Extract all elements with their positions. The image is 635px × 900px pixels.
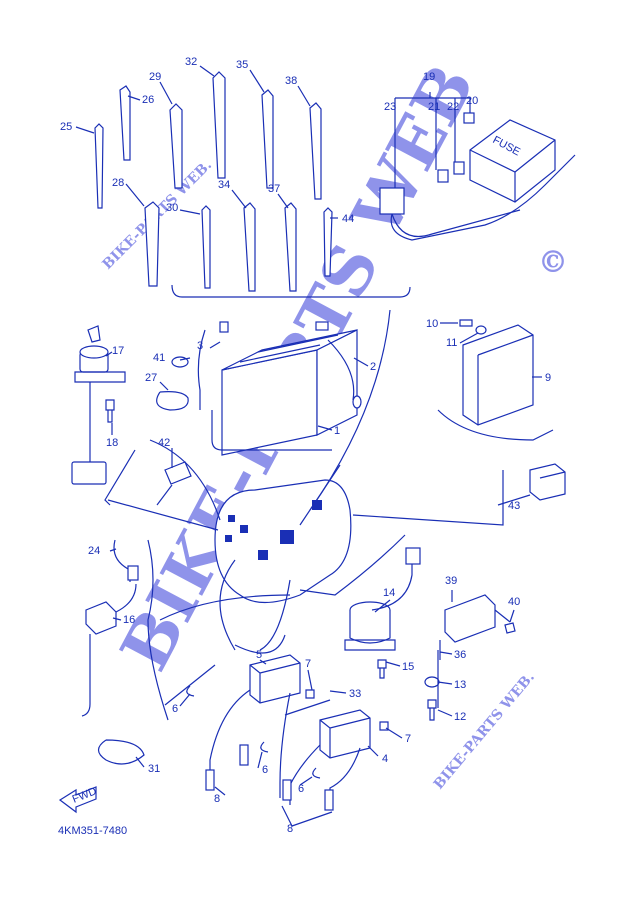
callout-34: 34	[218, 179, 230, 191]
callout-41: 41	[153, 352, 165, 364]
fwd-arrow: FWD	[58, 785, 98, 814]
callout-20: 20	[466, 95, 478, 107]
callout-30: 30	[166, 202, 178, 214]
ignition-switch	[71, 325, 126, 485]
callout-38: 38	[285, 75, 297, 87]
callout-21: 21	[428, 101, 440, 113]
cable-ties-group	[94, 71, 411, 298]
callout-16: 16	[123, 614, 135, 626]
callout-22: 22	[447, 101, 459, 113]
callout-17: 17	[112, 345, 124, 357]
battery	[197, 321, 362, 456]
callout-43: 43	[508, 500, 520, 512]
callout-9: 9	[545, 372, 551, 384]
callout-33: 33	[349, 688, 361, 700]
callout-29: 29	[149, 71, 161, 83]
callout-19: 19	[423, 71, 435, 83]
diagram-code: 4KM351-7480	[58, 825, 127, 837]
callout-6a: 6	[172, 703, 178, 715]
callout-8b: 8	[287, 823, 293, 835]
callout-28: 28	[112, 177, 124, 189]
callout-15: 15	[402, 661, 414, 673]
group-brackets	[104, 309, 554, 721]
callout-24: 24	[88, 545, 100, 557]
callout-39: 39	[445, 575, 457, 587]
callout-12: 12	[454, 711, 466, 723]
callout-8a: 8	[214, 793, 220, 805]
callout-5: 5	[256, 649, 262, 661]
ignition-coils	[186, 654, 389, 811]
callout-31: 31	[148, 763, 160, 775]
callout-6c: 6	[298, 783, 304, 795]
small-parts	[81, 319, 566, 765]
callout-27: 27	[145, 372, 157, 384]
callout-40: 40	[508, 596, 520, 608]
fuse-box-assembly: FUSE	[379, 92, 576, 241]
callout-14: 14	[383, 587, 395, 599]
callout-42: 42	[158, 437, 170, 449]
callout-25: 25	[60, 121, 72, 133]
callout-13: 13	[454, 679, 466, 691]
callout-6b: 6	[262, 764, 268, 776]
callout-23: 23	[384, 101, 396, 113]
callout-4: 4	[382, 753, 388, 765]
callout-26: 26	[142, 94, 154, 106]
callout-18: 18	[106, 437, 118, 449]
callout-10: 10	[426, 318, 438, 330]
callout-3: 3	[197, 340, 203, 352]
callout-1: 1	[334, 425, 340, 437]
callout-36: 36	[454, 649, 466, 661]
wire-harness	[214, 479, 352, 651]
watermark-copyright: ©	[538, 245, 568, 280]
callout-leaders	[75, 65, 542, 827]
callout-35: 35	[236, 59, 248, 71]
callout-7a: 7	[305, 658, 311, 670]
callout-2: 2	[370, 361, 376, 373]
callout-37: 37	[268, 183, 280, 195]
callout-7b: 7	[405, 733, 411, 745]
callout-32: 32	[185, 56, 197, 68]
callout-11: 11	[446, 337, 457, 349]
callout-44: 44	[342, 213, 354, 225]
watermark-small-bottom: BIKE-PARTS WEB.	[431, 669, 538, 792]
callout-labels: 25 26 29 32 35 38 28 30 34 37 44 19 23 2…	[60, 56, 551, 835]
